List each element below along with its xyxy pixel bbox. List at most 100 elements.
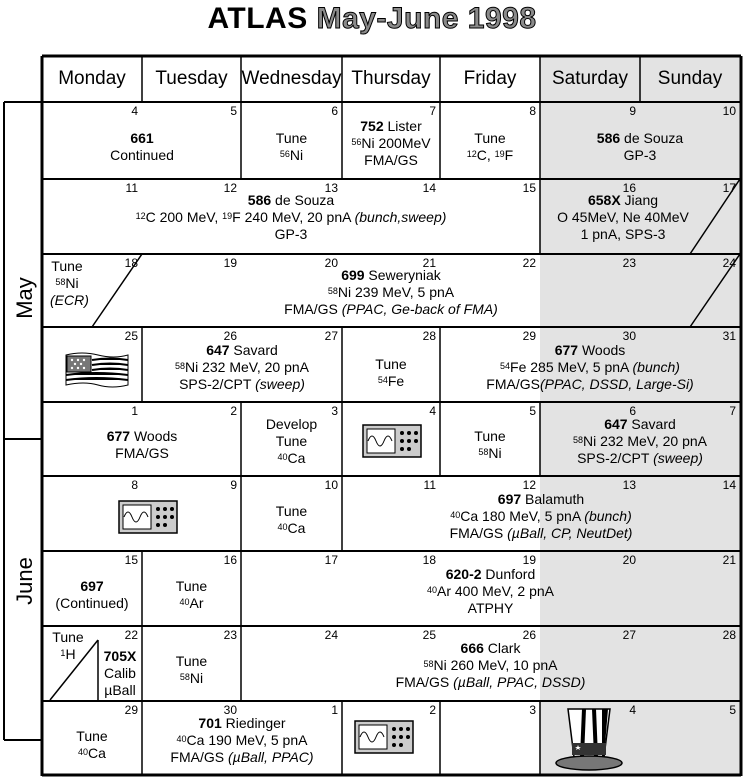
date-number: 12 [223, 181, 237, 195]
date-number: 30 [622, 329, 636, 343]
date-number: 7 [729, 404, 736, 418]
title-period: May-June 1998 [316, 2, 537, 36]
weekend-cell[interactable] [540, 626, 740, 701]
date-number: 5 [230, 104, 237, 118]
date-number: 3 [529, 703, 536, 717]
date-number: 13 [622, 478, 636, 492]
month-label-june: June [12, 557, 37, 605]
date-number: 3 [331, 404, 338, 418]
date-number: 28 [722, 628, 736, 642]
date-number: 11 [423, 478, 436, 492]
date-number: 24 [722, 256, 736, 270]
date-number: 11 [125, 181, 138, 195]
weekday-wednesday: Wednesday [241, 68, 342, 89]
date-number: 9 [230, 478, 237, 492]
date-number: 1 [131, 404, 138, 418]
month-label-may: May [12, 277, 37, 319]
date-number: 14 [422, 181, 436, 195]
date-number: 15 [522, 181, 536, 195]
date-number: 5 [529, 404, 536, 418]
oscilloscope-icon [362, 424, 422, 463]
grid-line [91, 253, 143, 328]
date-number: 20 [622, 553, 636, 567]
date-number: 22 [124, 628, 138, 642]
date-number: 18 [422, 553, 436, 567]
date-number: 12 [522, 478, 536, 492]
grid-line [689, 253, 741, 328]
weekday-sunday: Sunday [657, 68, 723, 89]
date-number: 16 [622, 181, 636, 195]
date-number: 10 [722, 104, 736, 118]
date-number: 4 [429, 404, 436, 418]
date-number: 2 [429, 703, 436, 717]
date-number: 4 [629, 703, 636, 717]
date-number: 23 [622, 256, 636, 270]
date-number: 9 [629, 104, 636, 118]
date-number: 14 [722, 478, 736, 492]
date-number: 1 [331, 703, 338, 717]
date-number: 2 [230, 404, 237, 418]
date-number: 26 [223, 329, 237, 343]
date-number: 30 [223, 703, 237, 717]
date-number: 29 [124, 703, 138, 717]
date-number: 25 [422, 628, 436, 642]
date-number: 27 [324, 329, 338, 343]
weekend-cell[interactable] [540, 179, 740, 254]
weekday-saturday: Saturday [551, 68, 629, 89]
date-number: 26 [522, 628, 536, 642]
weekend-cell[interactable] [540, 476, 740, 551]
weekend-cell[interactable] [540, 551, 740, 626]
date-number: 8 [529, 104, 536, 118]
weekday-friday: Friday [463, 68, 517, 89]
oscilloscope-icon [118, 500, 178, 539]
date-number: 27 [622, 628, 636, 642]
weekend-cell[interactable] [540, 254, 740, 327]
date-number: 25 [124, 329, 138, 343]
date-number: 8 [131, 478, 138, 492]
date-number: 15 [124, 553, 138, 567]
date-number: 10 [324, 478, 338, 492]
date-number: 19 [223, 256, 237, 270]
date-number: 21 [422, 256, 436, 270]
date-number: 13 [324, 181, 338, 195]
date-number: 29 [522, 329, 536, 343]
date-number: 21 [722, 553, 736, 567]
grid-line [689, 178, 741, 255]
weekend-cell[interactable] [540, 102, 740, 179]
date-number: 17 [722, 181, 736, 195]
date-number: 7 [429, 104, 436, 118]
date-number: 6 [629, 404, 636, 418]
date-number: 4 [131, 104, 138, 118]
page-title: ATLAS May-June 1998 [0, 2, 744, 36]
weekend-cell[interactable] [540, 327, 740, 402]
date-number: 20 [324, 256, 338, 270]
date-number: 28 [422, 329, 436, 343]
date-number: 23 [223, 628, 237, 642]
oscilloscope-icon [354, 720, 414, 759]
weekday-thursday: Thursday [351, 68, 431, 89]
weekend-cell[interactable] [540, 402, 740, 476]
date-number: 16 [223, 553, 237, 567]
weekday-monday: Monday [58, 68, 126, 89]
event-697-continued: 697(Continued) [55, 578, 129, 611]
